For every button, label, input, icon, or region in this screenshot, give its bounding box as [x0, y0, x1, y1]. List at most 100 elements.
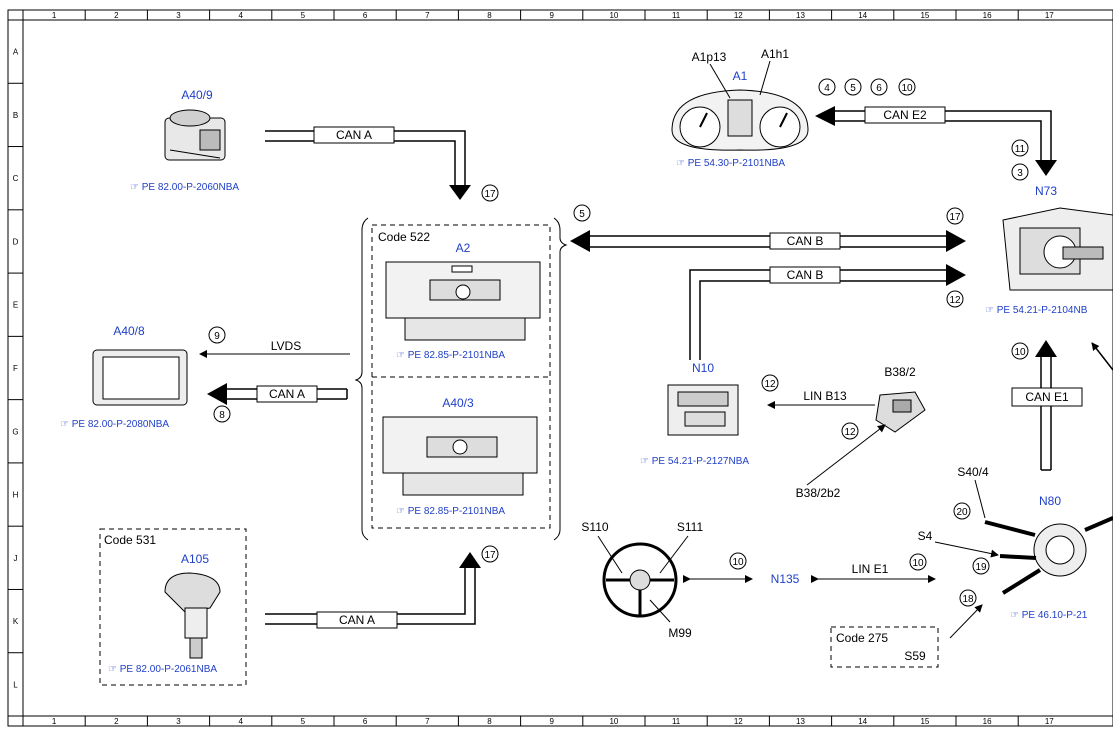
column-label: 13 — [796, 717, 805, 726]
circle-10: 10 — [898, 78, 916, 96]
a2-label: A2 — [456, 241, 471, 255]
circle-10c: 10 — [729, 552, 747, 570]
can-a-mid-link: CAN A — [207, 383, 348, 405]
steering-wheel-component: S110 S111 M99 — [581, 520, 703, 640]
rain-light-sensor-icon — [875, 391, 926, 433]
column-label: 7 — [425, 717, 430, 726]
circle-4: 4 — [818, 78, 836, 96]
row-label: G — [12, 427, 18, 436]
lvds-link: LVDS — [199, 339, 350, 358]
column-label: 12 — [734, 11, 743, 20]
ref-icon: ☞ — [640, 456, 652, 467]
svg-text:5: 5 — [850, 83, 856, 94]
svg-text:3: 3 — [1017, 168, 1023, 179]
s59-label: S59 — [904, 649, 926, 663]
circle-10d: 10 — [909, 553, 927, 571]
n73-component: N73 ☞ PE 54.21-P-2104NB — [985, 184, 1113, 316]
column-label: 16 — [983, 717, 992, 726]
a105-label: A105 — [181, 552, 209, 566]
row-label: D — [13, 237, 19, 246]
circle-12: 12 — [946, 290, 964, 308]
instrument-cluster-icon — [671, 89, 809, 151]
circle-5b: 5 — [573, 204, 591, 222]
code-275-label: Code 275 — [836, 631, 888, 645]
can-a-top-label: CAN A — [336, 128, 372, 142]
row-label: C — [13, 174, 19, 183]
column-label: 14 — [858, 11, 867, 20]
lin-b13-label: LIN B13 — [803, 389, 847, 403]
m99-label: M99 — [668, 626, 692, 640]
circle-8: 8 — [213, 405, 231, 423]
n10-ref-text[interactable]: ☞ PE 54.21-P-2127NBA — [640, 456, 749, 467]
column-label: 11 — [672, 717, 681, 726]
column-label: 11 — [672, 11, 681, 20]
code-522-group: Code 522 A2 ☞ PE 82.85-P-2101NBA A40/3 ☞… — [354, 217, 568, 541]
ref-icon: ☞ — [60, 419, 72, 430]
frame — [7, 9, 1113, 727]
circle-10b: 10 — [1011, 342, 1029, 360]
ref-icon: ☞ — [985, 305, 997, 316]
n10-label: N10 — [692, 361, 714, 375]
ref-icon: ☞ — [676, 158, 688, 169]
s40-4-label: S40/4 — [957, 465, 989, 479]
gear-selector-icon — [164, 572, 221, 659]
column-label: 17 — [1045, 11, 1054, 20]
n73-ref-text[interactable]: ☞ PE 54.21-P-2104NB — [985, 305, 1088, 316]
a1-ref-text[interactable]: ☞ PE 54.30-P-2101NBA — [676, 158, 785, 169]
row-label: B — [13, 111, 18, 120]
b38-2b2-label: B38/2b2 — [796, 486, 841, 500]
circle-20: 20 — [953, 502, 971, 520]
s110-label: S110 — [581, 520, 608, 534]
column-label: 14 — [858, 717, 867, 726]
svg-text:8: 8 — [219, 410, 225, 421]
column-label: 15 — [920, 11, 929, 20]
column-label: 1 — [52, 717, 57, 726]
circle-17-a: 17 — [481, 184, 499, 202]
svg-text:10: 10 — [1014, 347, 1026, 358]
circle-17c: 17 — [481, 545, 499, 563]
column-label: 10 — [609, 11, 618, 20]
row-label: J — [14, 554, 18, 563]
can-b-n10-label: CAN B — [787, 268, 824, 282]
ref-icon: ☞ — [396, 350, 408, 361]
a40-9-component: A40/9 ☞ PE 82.00-P-2060NBA — [130, 88, 239, 193]
svg-text:6: 6 — [876, 83, 882, 94]
circle-9: 9 — [208, 326, 226, 344]
svg-text:10: 10 — [912, 558, 924, 569]
circle-18: 18 — [959, 589, 977, 607]
svg-text:19: 19 — [975, 562, 987, 573]
column-label: 8 — [487, 11, 492, 20]
svg-text:17: 17 — [484, 550, 496, 561]
svg-text:12: 12 — [949, 295, 961, 306]
lin-b13-link: LIN B13 — [767, 389, 875, 409]
a40-3-ref-text[interactable]: ☞ PE 82.85-P-2101NBA — [396, 506, 505, 517]
a40-9-ref-text[interactable]: ☞ PE 82.00-P-2060NBA — [130, 182, 239, 193]
circle-17b: 17 — [946, 207, 964, 225]
a105-ref-text[interactable]: ☞ PE 82.00-P-2061NBA — [108, 664, 217, 675]
n80-label: N80 — [1039, 494, 1061, 508]
svg-text:5: 5 — [579, 209, 585, 220]
a2-ref-text[interactable]: ☞ PE 82.85-P-2101NBA — [396, 350, 505, 361]
can-e1-link: CAN E1 — [1011, 340, 1083, 471]
can-a-bottom-link: CAN A — [265, 552, 481, 629]
circle-19: 19 — [972, 557, 990, 575]
can-b-top-link: CAN B — [570, 230, 966, 252]
column-label: 7 — [425, 11, 430, 20]
ignition-switch-icon — [1002, 207, 1113, 291]
b38-2-component: B38/2 B38/2b2 — [796, 365, 926, 500]
column-label: 15 — [920, 717, 929, 726]
column-label: 2 — [114, 717, 119, 726]
svg-text:10: 10 — [732, 557, 744, 568]
n80-ref-text[interactable]: ☞ PE 46.10-P-21 — [1010, 610, 1088, 621]
can-b-top-label: CAN B — [787, 234, 824, 248]
svg-text:4: 4 — [824, 83, 830, 94]
circle-12c: 12 — [841, 422, 859, 440]
row-label: K — [13, 617, 19, 626]
a40-8-ref-text[interactable]: ☞ PE 82.00-P-2080NBA — [60, 419, 169, 430]
code-531-group: Code 531 A105 ☞ PE 82.00-P-2061NBA — [99, 528, 247, 686]
ref-icon: ☞ — [1010, 610, 1022, 621]
a1h1-label: A1h1 — [761, 47, 789, 61]
